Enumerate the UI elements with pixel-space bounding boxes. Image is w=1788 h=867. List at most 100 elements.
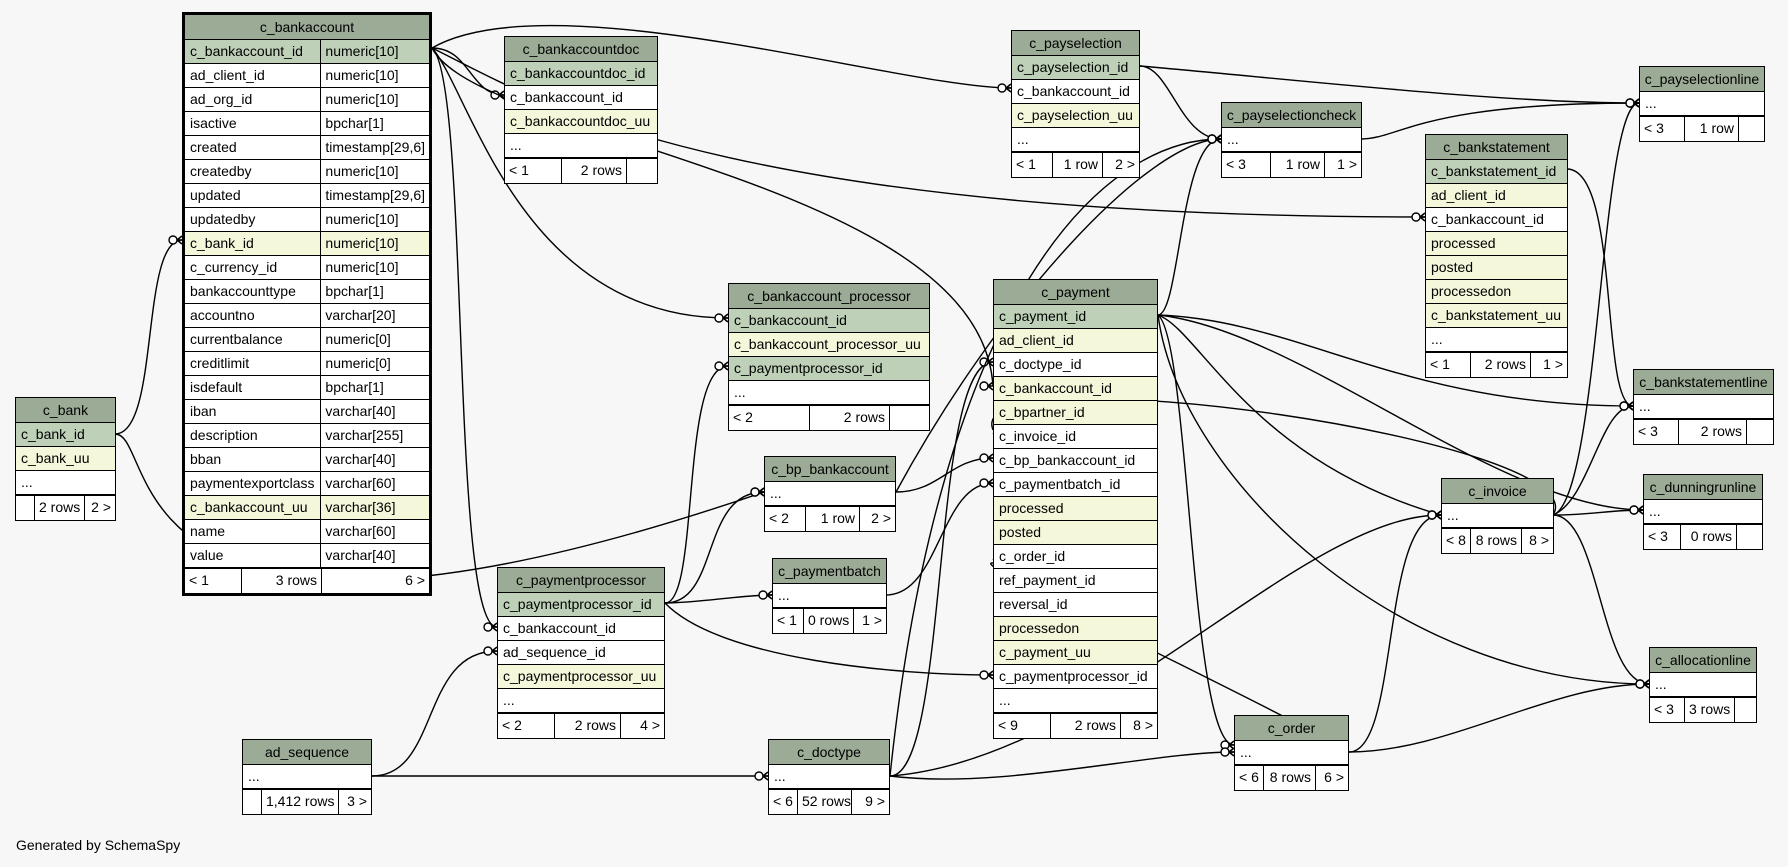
column-row[interactable]: c_invoice_id [994,425,1157,449]
table-title[interactable]: c_paymentprocessor [498,568,664,593]
children-count[interactable]: 2 > [84,496,115,520]
table-title[interactable]: c_bankaccountdoc [505,37,657,62]
column-row[interactable]: c_bankaccount_id [729,309,929,333]
column-row[interactable]: ... [498,689,664,713]
parents-count[interactable]: < 6 [1239,769,1259,785]
children-count[interactable]: 6 > [1315,766,1348,790]
column-row[interactable]: c_paymentprocessor_id [729,357,929,381]
column-row[interactable]: ref_payment_id [994,569,1157,593]
children-count[interactable]: 8 > [1120,714,1157,738]
table-title[interactable]: c_bp_bankaccount [765,457,895,482]
column-row[interactable]: c_bank_uu [16,447,115,471]
column-row[interactable]: ... [505,134,657,158]
column-row[interactable]: ... [773,584,886,608]
column-row[interactable]: c_paymentbatch_id [994,473,1157,497]
table-title[interactable]: c_bankaccount [185,15,429,40]
column-row[interactable]: c_payselection_uu [1012,104,1139,128]
parents-count[interactable]: < 1 [189,572,209,588]
children-count[interactable] [1746,420,1773,444]
column-row[interactable]: c_bankstatement_id [1426,160,1567,184]
column-row[interactable]: ... [729,381,929,405]
table-title[interactable]: c_dunningrunline [1644,475,1762,500]
column-row[interactable]: c_doctype_id [994,353,1157,377]
table-title[interactable]: c_payselection [1012,31,1139,56]
parents-count[interactable]: < 1 [1430,356,1450,372]
parents-count[interactable] [243,790,261,814]
children-count[interactable]: 1 > [1530,353,1567,377]
column-row[interactable]: ad_sequence_id [498,641,664,665]
column-row[interactable]: c_bankaccount_id [994,377,1157,401]
column-row[interactable]: reversal_id [994,593,1157,617]
column-row[interactable]: ... [769,765,889,789]
table-title[interactable]: ad_sequence [243,740,371,765]
column-row[interactable]: c_bankaccount_id [1426,208,1567,232]
column-row[interactable]: c_paymentprocessor_id [994,665,1157,689]
column-row[interactable]: c_bankaccount_id [1012,80,1139,104]
children-count[interactable]: 2 > [859,507,895,531]
column-row[interactable]: processedon [1426,280,1567,304]
column-row[interactable]: ... [1012,128,1139,152]
column-row[interactable]: ... [1640,92,1764,116]
parents-count[interactable]: < 9 [998,717,1018,733]
table-title[interactable]: c_order [1235,716,1348,741]
children-count[interactable] [1736,525,1762,549]
column-row[interactable]: ... [994,689,1157,713]
column-row[interactable]: posted [1426,256,1567,280]
column-row[interactable]: ... [243,765,371,789]
column-row[interactable]: c_bankaccountdoc_uu [505,110,657,134]
column-row[interactable]: c_bank_id [16,423,115,447]
table-title[interactable]: c_allocationline [1650,648,1756,673]
column-row[interactable]: c_bankstatement_uu [1426,304,1567,328]
children-count[interactable] [1734,698,1756,722]
parents-count[interactable]: < 3 [1226,156,1246,172]
column-row[interactable]: ... [1426,328,1567,352]
column-row[interactable]: c_paymentprocessor_id [498,593,664,617]
column-row[interactable]: processed [1426,232,1567,256]
children-count[interactable] [626,159,657,183]
column-row[interactable]: c_paymentprocessor_uu [498,665,664,689]
children-count[interactable]: 2 > [1102,153,1139,177]
column-row[interactable]: ad_client_id [1426,184,1567,208]
table-title[interactable]: c_bankaccount_processor [729,284,929,309]
parents-count[interactable]: < 2 [733,409,753,425]
column-row[interactable]: c_bankaccountdoc_id [505,62,657,86]
parents-count[interactable]: < 3 [1644,120,1664,136]
table-title[interactable]: c_bankstatement [1426,135,1567,160]
column-row[interactable]: c_bp_bankaccount_id [994,449,1157,473]
table-title[interactable]: c_paymentbatch [773,559,886,584]
table-title[interactable]: c_invoice [1442,479,1553,504]
parents-count[interactable]: < 3 [1648,528,1668,544]
children-count[interactable]: 1 > [853,609,886,633]
children-count[interactable]: 4 > [620,714,664,738]
table-title[interactable]: c_payselectioncheck [1222,103,1361,128]
column-row[interactable]: ... [1650,673,1756,697]
column-row[interactable]: ... [1442,504,1553,528]
column-row[interactable]: ... [1644,500,1762,524]
table-title[interactable]: c_payselectionline [1640,67,1764,92]
column-row[interactable]: ... [1634,395,1773,419]
table-title[interactable]: c_doctype [769,740,889,765]
